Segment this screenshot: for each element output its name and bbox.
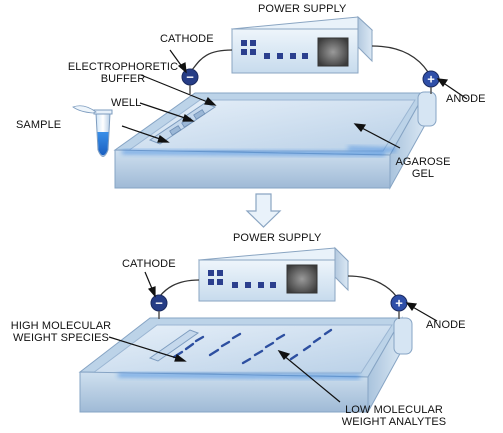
- top-cathode-wire: [191, 49, 233, 71]
- top-minus-symbol: −: [186, 70, 194, 85]
- top-power-supply-box: [230, 15, 374, 74]
- bottom-power-supply-box: [197, 246, 350, 302]
- agarose-gel-label: AGAROSE GEL: [390, 156, 456, 180]
- well-label: WELL: [111, 97, 142, 109]
- bottom-anode-wire: [347, 275, 397, 297]
- bottom-anode-label: ANODE: [426, 319, 466, 331]
- high-mw-line1: HIGH MOLECULAR: [10, 320, 112, 332]
- high-mw-label: HIGH MOLECULAR WEIGHT SPECIES: [3, 320, 119, 344]
- agarose-gel-line2: GEL: [411, 168, 435, 180]
- top-plus-symbol: +: [427, 72, 435, 87]
- bottom-plus-symbol: +: [395, 296, 403, 311]
- top-cathode-label: CATHODE: [160, 33, 214, 45]
- bottom-apparatus: [78, 246, 438, 413]
- bottom-leader-arrows: [108, 271, 438, 403]
- top-anode-label: ANODE: [446, 93, 486, 105]
- sample-label: SAMPLE: [16, 119, 62, 131]
- bottom-cathode-label: CATHODE: [122, 258, 176, 270]
- migrated-bands: [172, 328, 333, 365]
- top-gel-tank: [113, 91, 437, 190]
- agarose-gel-line1: AGAROSE: [395, 156, 451, 168]
- top-leader-arrows: [121, 49, 468, 149]
- low-mw-line1: LOW MOLECULAR: [345, 404, 443, 416]
- bottom-power-supply-label: POWER SUPPLY: [233, 232, 322, 244]
- buffer-label-line2: BUFFER: [100, 73, 146, 85]
- top-apparatus: [72, 15, 468, 190]
- bottom-gel-tank: [78, 316, 413, 413]
- top-anode-wire: [371, 45, 429, 73]
- bottom-cathode-wire: [159, 279, 200, 297]
- transition-arrow-icon: [245, 193, 282, 228]
- low-mw-label: LOW MOLECULAR WEIGHT ANALYTES: [332, 404, 456, 428]
- high-mw-line2: WEIGHT SPECIES: [13, 332, 109, 344]
- sample-tube-icon: [72, 105, 113, 157]
- bottom-minus-symbol: −: [155, 296, 163, 311]
- buffer-label-line1: ELECTROPHORETIC: [67, 61, 179, 73]
- top-power-supply-label: POWER SUPPLY: [258, 3, 347, 15]
- buffer-label: ELECTROPHORETIC BUFFER: [62, 61, 184, 85]
- low-mw-line2: WEIGHT ANALYTES: [341, 416, 447, 428]
